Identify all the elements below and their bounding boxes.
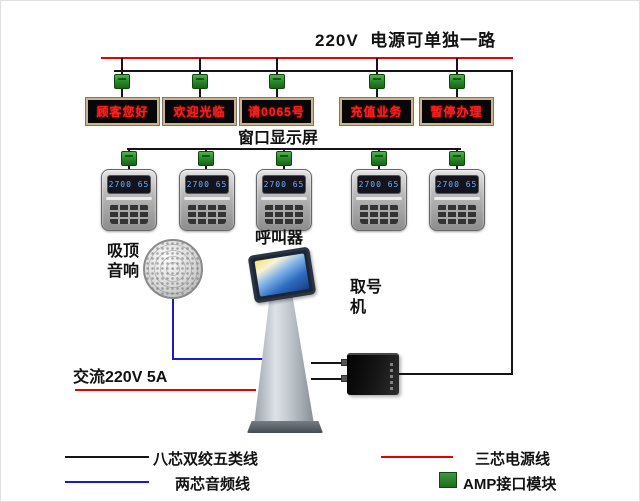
caller-unit: 2700 65 [179,169,235,231]
amp-interface-box [347,353,399,395]
amp-connector-icon [449,74,465,89]
amp-connector-icon [449,151,465,166]
kiosk-screen [247,246,317,304]
ceiling-speaker [143,239,203,299]
data-bus-2-wire [127,148,461,150]
amp-connector-icon [192,74,208,89]
caller-band [434,197,480,200]
kiosk-power-caption: 交流220V 5A [73,369,168,386]
right-riser-wire [511,70,513,375]
caller-row-caption: 呼叫器 [255,230,304,247]
amp-connector-icon [198,151,214,166]
legend-cat5-line-icon [65,456,149,458]
legend-amp-module-icon [439,472,457,488]
caller-screen: 2700 65 [107,175,151,194]
amp-connector-icon [269,74,285,89]
caller-screen: 2700 65 [435,175,479,194]
kiosk-amp-wire [311,378,349,380]
amp-connector-icon [369,74,385,89]
caller-keypad [188,204,226,224]
caller-band [261,197,307,200]
caller-keypad [265,204,303,224]
amp-connector-icon [276,151,292,166]
caller-unit: 2700 65 [256,169,312,231]
power-bus-wire [101,57,513,59]
window-display: 请0065号 [240,98,313,125]
caller-keypad [438,204,476,224]
amp-connector-icon [371,151,387,166]
caller-screen: 2700 65 [357,175,401,194]
top-power-label: 220V 电源可单独一路 [315,31,497,50]
legend-amp-label: AMP接口模块 [463,476,557,493]
legend-audio-line-icon [65,481,149,483]
legend-audio-label: 两芯音频线 [175,476,251,493]
caller-band [356,197,402,200]
caller-band [106,197,152,200]
caller-screen: 2700 65 [262,175,306,194]
legend-power-line-icon [381,456,453,458]
legend-power-label: 三芯电源线 [475,451,551,468]
amp-connector-icon [114,74,130,89]
caller-unit: 2700 65 [101,169,157,231]
audio-wire-vertical [172,299,174,360]
caller-band [184,197,230,200]
caller-unit: 2700 65 [429,169,485,231]
caller-unit: 2700 65 [351,169,407,231]
amp-feed-wire [397,373,513,375]
window-display: 欢迎光临 [163,98,236,125]
kiosk-base [247,421,323,433]
speaker-caption: 吸顶音响 [107,243,140,280]
data-bus-1-wire [114,70,513,72]
audio-wire-horizontal [172,358,267,360]
window-display: 顾客您好 [86,98,159,125]
amp-connector-icon [121,151,137,166]
caller-screen: 2700 65 [185,175,229,194]
kiosk-screen-content [254,253,310,297]
legend-cat5-label: 八芯双绞五类线 [153,451,259,468]
kiosk-body [254,297,314,423]
kiosk-caption: 取号机 [350,279,383,316]
caller-keypad [110,204,148,224]
window-display: 充值业务 [340,98,413,125]
display-row-caption: 窗口显示屏 [238,130,319,147]
window-display: 暂停办理 [420,98,493,125]
caller-keypad [360,204,398,224]
kiosk-amp-wire [311,362,349,364]
kiosk-power-wire [75,389,256,391]
